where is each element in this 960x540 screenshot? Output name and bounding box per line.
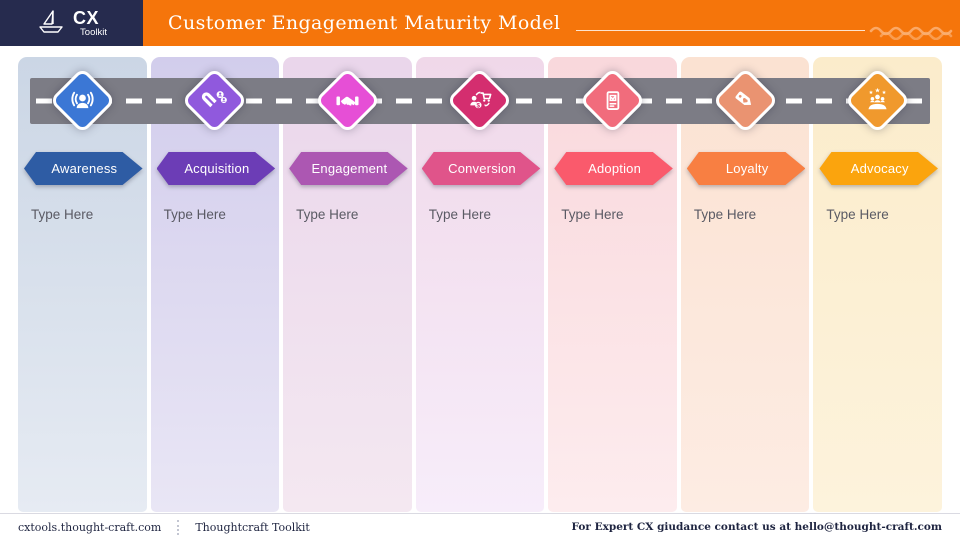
brand-primary: CX: [73, 7, 100, 28]
loyalty-diamond: [711, 67, 779, 134]
stage-column-awareness: Awareness Type Here: [18, 57, 147, 512]
stage-column-conversion: $ Conversion Type Here: [415, 57, 545, 512]
advocacy-hand-icon: [857, 80, 898, 121]
stage-column-acquisition: Acquisition Type Here: [150, 57, 280, 512]
advocacy-placeholder-text[interactable]: Type Here: [826, 207, 889, 222]
brand-secondary: Toolkit: [80, 26, 107, 38]
stage-column-advocacy: Advocacy Type Here: [813, 57, 942, 512]
stage-label: Loyalty: [725, 161, 769, 176]
awareness-placeholder-text[interactable]: Type Here: [31, 207, 94, 222]
wave-decoration-icon: [869, 26, 953, 40]
advocacy-diamond: [844, 67, 911, 134]
advocacy-banner: Advocacy: [819, 152, 938, 185]
conversion-diamond: $: [446, 67, 514, 134]
sailboat-icon: [39, 10, 63, 33]
brand-logo: CX Toolkit: [0, 0, 143, 46]
stage-columns: Awareness Type Here: [18, 57, 942, 512]
awareness-banner: Awareness: [24, 152, 143, 185]
stage-column-adoption: Adoption Type Here: [548, 57, 677, 512]
page-title: Customer Engagement Maturity Model: [168, 12, 561, 34]
engagement-banner: Engagement: [289, 152, 408, 185]
awareness-diamond: [49, 67, 116, 134]
footer-website: cxtools.thought-craft.com: [18, 520, 162, 534]
svg-text:$: $: [477, 102, 481, 109]
magnet-users-icon: [194, 80, 235, 121]
footer-divider: [177, 519, 180, 535]
acquisition-banner: Acquisition: [157, 152, 276, 185]
purchase-conversion-icon: $: [459, 80, 500, 121]
engagement-placeholder-text[interactable]: Type Here: [296, 207, 359, 222]
maturity-board: Awareness Type Here: [18, 57, 942, 512]
header: CX Toolkit Customer Engagement Maturity …: [0, 0, 960, 46]
handshake-icon: [327, 80, 368, 121]
loyalty-tag-icon: [725, 80, 766, 121]
footer-contact: For Expert CX giudance contact us at hel…: [571, 521, 942, 533]
loyalty-banner: Loyalty: [687, 152, 806, 185]
stage-label: Advocacy: [850, 161, 909, 176]
stage-label: Awareness: [51, 161, 118, 176]
loyalty-placeholder-text[interactable]: Type Here: [693, 207, 757, 222]
title-bar: Customer Engagement Maturity Model: [143, 0, 960, 46]
footer: cxtools.thought-craft.com Thoughtcraft T…: [0, 513, 960, 540]
engagement-diamond: [314, 67, 381, 134]
stage-column-loyalty: Loyalty Type Here: [680, 57, 810, 512]
title-underline: [576, 29, 865, 31]
conversion-placeholder-text[interactable]: Type Here: [428, 207, 491, 222]
checklist-icon: [592, 80, 633, 121]
broadcast-person-icon: [62, 80, 103, 121]
acquisition-placeholder-text[interactable]: Type Here: [163, 207, 226, 222]
conversion-banner: Conversion: [422, 152, 541, 185]
stage-label: Engagement: [311, 161, 388, 176]
stage-label: Acquisition: [184, 161, 250, 176]
stage-label: Adoption: [588, 161, 642, 176]
adoption-banner: Adoption: [554, 152, 673, 185]
adoption-placeholder-text[interactable]: Type Here: [561, 207, 624, 222]
stage-label: Conversion: [448, 161, 516, 176]
footer-brand: Thoughtcraft Toolkit: [195, 520, 310, 534]
acquisition-diamond: [181, 67, 249, 134]
adoption-diamond: [579, 67, 646, 134]
stage-column-engagement: Engagement Type Here: [283, 57, 412, 512]
